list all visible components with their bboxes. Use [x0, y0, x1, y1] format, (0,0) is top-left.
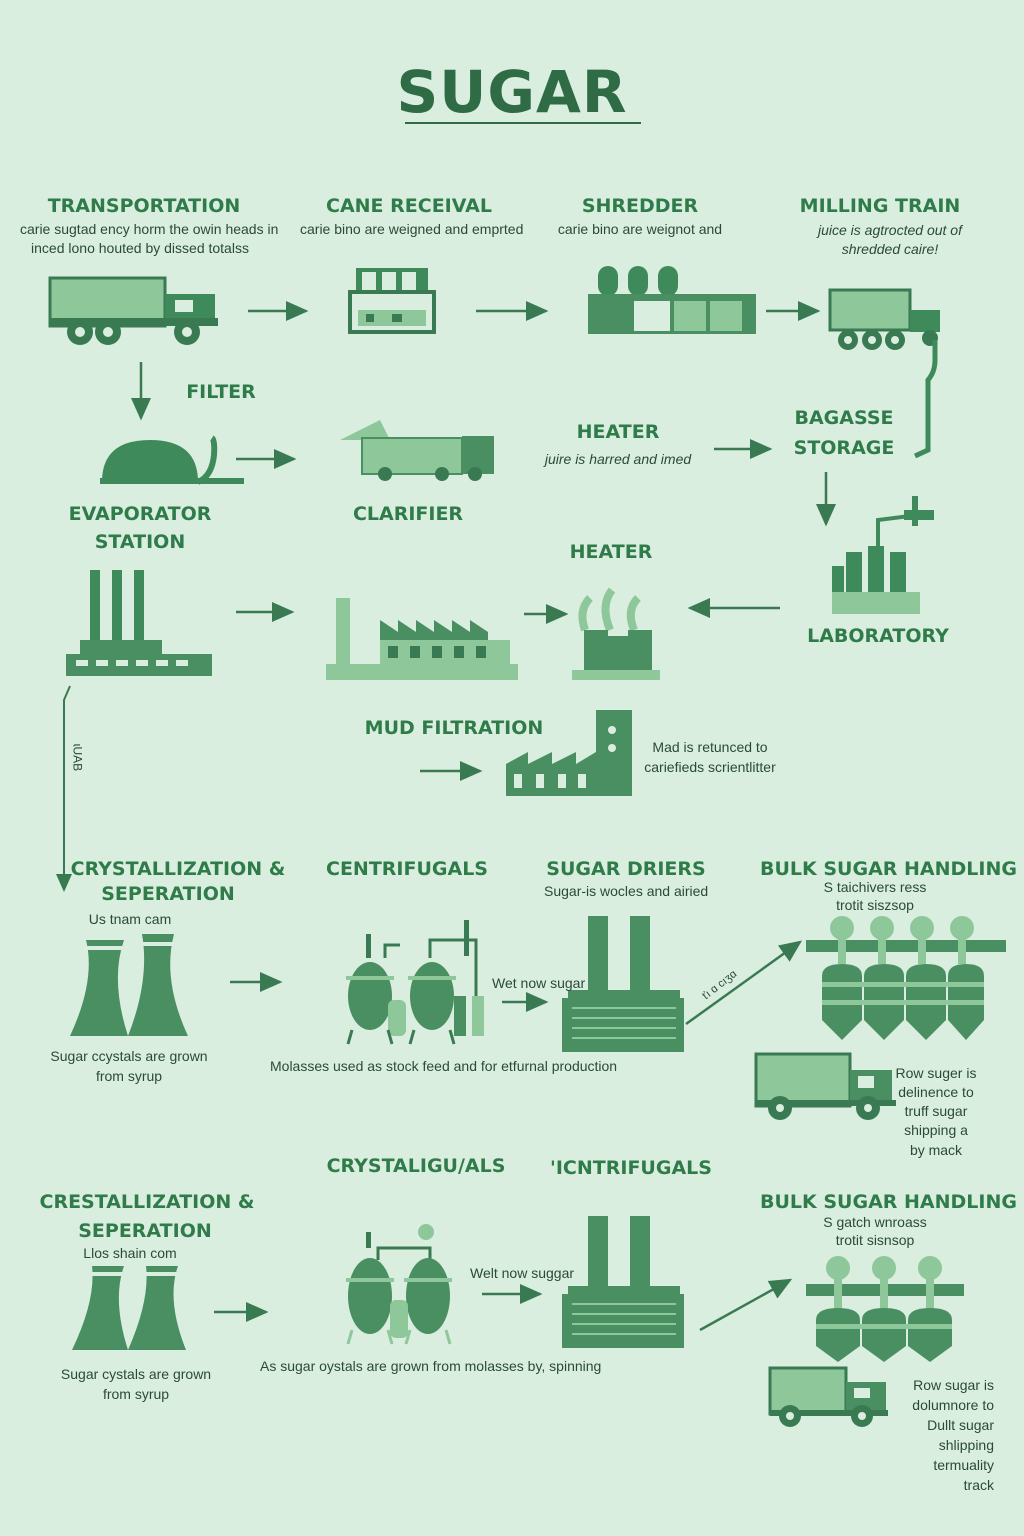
delivery-truck-icon [768, 1366, 888, 1427]
bulk-desc-2-1: Row sugar is [913, 1377, 994, 1393]
seperation-label: SEPERATION [101, 883, 235, 905]
ictrifugals-label: 'ICNTRIFUGALS [550, 1157, 712, 1179]
clarifier-truck-icon [340, 420, 494, 481]
bulk-desc-2: delinence to [898, 1084, 974, 1100]
sugar-driers-desc: Sugar-is wocles and airied [544, 883, 709, 899]
laboratory-icon [832, 496, 934, 614]
centrifugals-desc: Molasses used as stock feed and for etfu… [270, 1058, 618, 1074]
delivery-truck-icon [754, 1052, 896, 1120]
page-title: SUGAR [396, 58, 628, 126]
sugar-driers-icon [562, 1216, 684, 1348]
arrow [699, 1278, 793, 1332]
sugar-driers-label: SUGAR DRIERS [546, 858, 706, 880]
transportation-desc-2: inced lono houted by dissed totalss [31, 240, 249, 256]
bagasse-storage-label: STORAGE [793, 437, 895, 459]
shredder-icon [588, 266, 756, 334]
mud-filtration-label: MUD FILTRATION [364, 717, 544, 739]
milling-train-icon [828, 288, 940, 459]
heater-label: HEATER [576, 421, 660, 443]
bulk-sugar-sub: S taichivers ress [823, 879, 927, 895]
cane-receival-desc: carie bino are weigned and emprted [300, 221, 524, 237]
crestallization-label: CRESTALLIZATION & [39, 1191, 255, 1213]
bulk-desc-2-2: dolumnore to [912, 1397, 994, 1413]
milling-train-desc: juice is agtrocted out of [818, 222, 962, 238]
crystallization-label: CRYSTALLIZATION & [70, 858, 286, 880]
milling-train-label: MILLING TRAIN [799, 195, 961, 217]
centrifugals-label: CENTRIFUGALS [326, 858, 488, 880]
seperation-label-2: SEPERATION [78, 1220, 212, 1242]
side-flow-text: ɩUAB [70, 743, 85, 772]
wet-raw-sugar-label: Wet now sugar [492, 975, 586, 991]
bulk-sugar-sub-4: trotit sisnsop [835, 1232, 915, 1248]
bulk-sugar-label: BULK SUGAR HANDLING [760, 858, 1017, 880]
centrifugals-icon [346, 920, 484, 1045]
crystallization-sub: Us tnam cam [88, 911, 172, 927]
bulk-desc-5: by mack [909, 1142, 963, 1158]
crystallization-desc-2: from syrup [95, 1068, 163, 1084]
wet-raw-sugar-label-2: Welt now suggar [470, 1265, 575, 1281]
silos-icon [806, 1256, 964, 1362]
evaporator-icon [66, 570, 212, 676]
filter-icon [100, 435, 244, 485]
transportation-desc: carie sugtad ency horm the owin heads in [20, 221, 279, 237]
crestallization-sub: Llos shain com [83, 1245, 177, 1261]
mud-filtration-desc: Mad is retunced to [652, 739, 768, 755]
title-underline [405, 122, 641, 124]
bulk-sugar-sub-3: S gatch wnroass [823, 1214, 927, 1230]
arrow [685, 940, 803, 1026]
heater-label-2: HEATER [569, 541, 653, 563]
heater-desc: juire is harred and imed [544, 451, 692, 467]
cane-receival-label: CANE RECEIVAL [326, 195, 492, 217]
bulk-desc-2-3: Dullt sugar [927, 1417, 994, 1433]
centrifugals-icon [346, 1224, 452, 1345]
clarifier-label: CLARIFIER [352, 503, 464, 525]
milling-train-desc-2: shredded caire! [841, 241, 939, 257]
crystaligu-label: CRYSTALIGU/ALS [326, 1155, 506, 1177]
cooling-towers-icon [70, 934, 188, 1036]
crestallization-desc-2: from syrup [102, 1386, 170, 1402]
heater-plant-icon [572, 587, 660, 680]
crystallization-desc: Sugar ccystals are grown [50, 1048, 208, 1064]
bulk-desc-1: Row suger is [895, 1065, 977, 1081]
bulk-desc-2-5: termuality [933, 1457, 994, 1473]
sugar-driers-icon [562, 916, 684, 1052]
bulk-desc-4: shipping a [904, 1122, 968, 1138]
mud-filtration-icon [506, 710, 632, 796]
bulk-desc-2-6: track [963, 1477, 994, 1493]
laboratory-label: LABORATORY [807, 625, 949, 647]
shredder-label: SHREDDER [581, 195, 699, 217]
mud-filtration-desc-2: cariefieds scrientlitter [644, 759, 776, 775]
bulk-desc-2-4: shlipping [938, 1437, 994, 1453]
filter-label: FILTER [186, 381, 256, 403]
bagasse-label: BAGASSE [794, 407, 894, 429]
bulk-sugar-label-2: BULK SUGAR HANDLING [760, 1191, 1017, 1213]
cooling-towers-icon [72, 1266, 186, 1350]
crestallization-desc: Sugar cystals are grown [60, 1366, 212, 1382]
evaporator-label: EVAPORATOR [68, 503, 212, 525]
bulk-sugar-sub-2: trotit siszsop [836, 897, 914, 913]
cane-receival-icon [348, 268, 436, 334]
silos-icon [806, 916, 1006, 1040]
evaporator-station-label: STATION [94, 531, 186, 553]
transportation-label: TRANSPORTATION [47, 195, 241, 217]
factory-icon [326, 598, 518, 680]
shredder-desc: carie bino are weignot and [557, 221, 723, 237]
flow-line [56, 685, 72, 892]
truck-icon [48, 276, 218, 345]
row5-desc: As sugar oystals are grown from molasses… [260, 1358, 602, 1374]
bulk-desc-3: truff sugar [904, 1103, 968, 1119]
